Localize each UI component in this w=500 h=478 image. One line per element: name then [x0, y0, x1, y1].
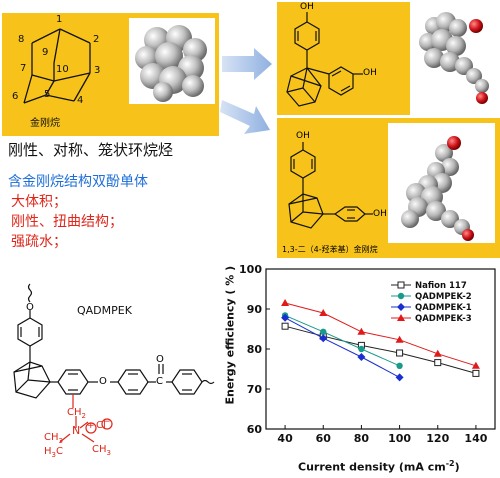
adamantane-atom-7: 7 — [20, 63, 27, 74]
legend-marker-qadmpek-2 — [397, 292, 405, 300]
qadmpek-o-ether: O — [99, 376, 107, 387]
qadmpek-methyl-top-sub: 3 — [58, 437, 63, 445]
chart-x-axis-label-end: ) — [454, 460, 460, 474]
qadmpek-methyl-top: CH3 — [44, 432, 63, 445]
data-point-nafion-117 — [281, 322, 289, 330]
y-tick-label: 70 — [247, 383, 263, 396]
bisphenol-panel — [277, 2, 410, 115]
bisphenol-oh-right: OH — [363, 68, 377, 78]
chart-x-axis-label-sup: -2 — [445, 459, 455, 468]
qadmpek-o-top: O — [26, 302, 34, 313]
y-tick-label: 80 — [247, 343, 263, 356]
qadmpek-o-ketone: O — [156, 354, 164, 365]
qadmpek-ch2: CH2 — [67, 407, 86, 420]
arrow-lower — [220, 100, 270, 134]
y-tick-label: 90 — [247, 303, 263, 316]
y-tick-label: 60 — [247, 423, 263, 436]
adamantane-atom-9: 9 — [42, 47, 49, 58]
adamantane-atom-6: 6 — [12, 91, 19, 102]
chart-x-axis-label: Current density (mA cm-2) — [298, 459, 460, 474]
adamantane-atom-4: 4 — [77, 95, 84, 106]
monomer-heading: 含金刚烷结构双酚单体 — [8, 174, 148, 190]
adamantane-atom-1: 1 — [56, 14, 63, 25]
legend-label-qadmpek-2: QADMPEK-2 — [415, 292, 472, 302]
data-point-nafion-117 — [472, 369, 480, 377]
adamantane-spacefill-model — [135, 25, 207, 102]
diphenol-structure — [288, 142, 373, 229]
data-point-qadmpek-1 — [281, 313, 290, 322]
data-point-qadmpek-1 — [319, 334, 328, 343]
legend-marker-qadmpek-3 — [397, 314, 405, 321]
qadmpek-methyl-right-sub: 3 — [106, 449, 111, 457]
qadmpek-methyl-left-c: C — [56, 446, 63, 457]
bisphenol-oh-top: OH — [300, 2, 314, 12]
reaction-arrows — [220, 48, 272, 134]
adamantane-atom-3: 3 — [94, 65, 101, 76]
monomer-bullet-1: 大体积； — [11, 194, 67, 210]
x-tick-label: 40 — [277, 432, 293, 445]
arrow-upper — [222, 48, 272, 80]
legend-label-nafion-117: Nafion 117 — [415, 281, 467, 291]
bisphenol-3d-model — [419, 12, 489, 104]
data-point-nafion-117 — [396, 349, 404, 357]
adamantane-subtitle: 刚性、对称、笼状环烷烃 — [8, 141, 174, 159]
qadmpek-ch2-sub: 2 — [81, 412, 86, 420]
data-point-qadmpek-1 — [395, 373, 404, 382]
adamantane-atom-2: 2 — [93, 34, 100, 45]
qadmpek-ch2-ch: CH — [67, 407, 82, 418]
data-point-qadmpek-3 — [357, 327, 366, 335]
qadmpek-chloride: Cl — [96, 420, 106, 431]
series-line-qadmpek-2 — [284, 314, 400, 367]
legend-marker-nafion-117 — [397, 281, 405, 289]
qadmpek-name: QADMPEK — [77, 304, 132, 317]
adamantane-caption: 金刚烷 — [30, 118, 60, 129]
qadmpek-methyl-left-sub: 3 — [51, 451, 56, 459]
legend-marker-qadmpek-1 — [397, 303, 405, 311]
y-tick-label: 100 — [239, 263, 262, 276]
data-point-qadmpek-3 — [319, 309, 328, 316]
data-point-qadmpek-2 — [320, 328, 327, 335]
qadmpek-minus-charge: − — [103, 417, 111, 427]
series-line-qadmpek-3 — [284, 302, 477, 367]
x-tick-label: 120 — [426, 432, 449, 445]
qadmpek-methyl-left: H3C — [44, 446, 63, 459]
legend-label-qadmpek-3: QADMPEK-3 — [415, 314, 472, 324]
qadmpek-c-ketone: C — [156, 376, 163, 387]
data-point-qadmpek-1 — [357, 353, 366, 361]
qadmpek-methyl-right: CH3 — [92, 444, 111, 457]
qadmpek-structure — [13, 283, 215, 443]
bisphenol-structure — [286, 12, 363, 107]
diphenol-oh-top: OH — [296, 131, 310, 141]
qadmpek-methyl-left-h: H — [44, 446, 52, 457]
data-point-qadmpek-3 — [281, 299, 290, 306]
diphenol-oh-right: OH — [373, 209, 387, 219]
x-tick-label: 100 — [388, 432, 411, 445]
x-tick-label: 80 — [354, 432, 370, 445]
qadmpek-methyl-right-ch: CH — [92, 444, 107, 455]
chart-y-axis-label: Energy efficiency ( % ) — [223, 265, 237, 405]
monomer-bullet-3: 强疏水； — [11, 234, 67, 250]
data-point-qadmpek-2 — [358, 345, 365, 353]
adamantane-atom-5: 5 — [44, 89, 51, 100]
diphenol-caption: 1,3-二（4-羟苯基）金刚烷 — [282, 245, 378, 254]
monomer-bullet-2: 刚性、扭曲结构； — [11, 214, 123, 230]
data-point-qadmpek-3 — [395, 335, 404, 343]
data-point-qadmpek-3 — [433, 349, 442, 357]
adamantane-atom-8: 8 — [18, 34, 25, 45]
qadmpek-plus-charge: + — [87, 421, 95, 431]
diphenol-3d-model — [401, 136, 474, 241]
qadmpek-methyl-top-ch: CH — [44, 432, 59, 443]
chart-x-axis-label-text: Current density (mA cm — [298, 460, 446, 474]
data-point-qadmpek-2 — [396, 362, 403, 369]
adamantane-atom-10: 10 — [56, 64, 69, 75]
legend-label-qadmpek-1: QADMPEK-1 — [415, 303, 472, 313]
x-tick-label: 140 — [464, 432, 487, 445]
data-point-nafion-117 — [434, 359, 442, 367]
adamantane-structure — [23, 28, 91, 104]
x-tick-label: 60 — [316, 432, 332, 445]
qadmpek-n-plus: N — [72, 424, 81, 437]
data-point-qadmpek-3 — [471, 361, 480, 369]
series-line-qadmpek-1 — [284, 317, 400, 378]
